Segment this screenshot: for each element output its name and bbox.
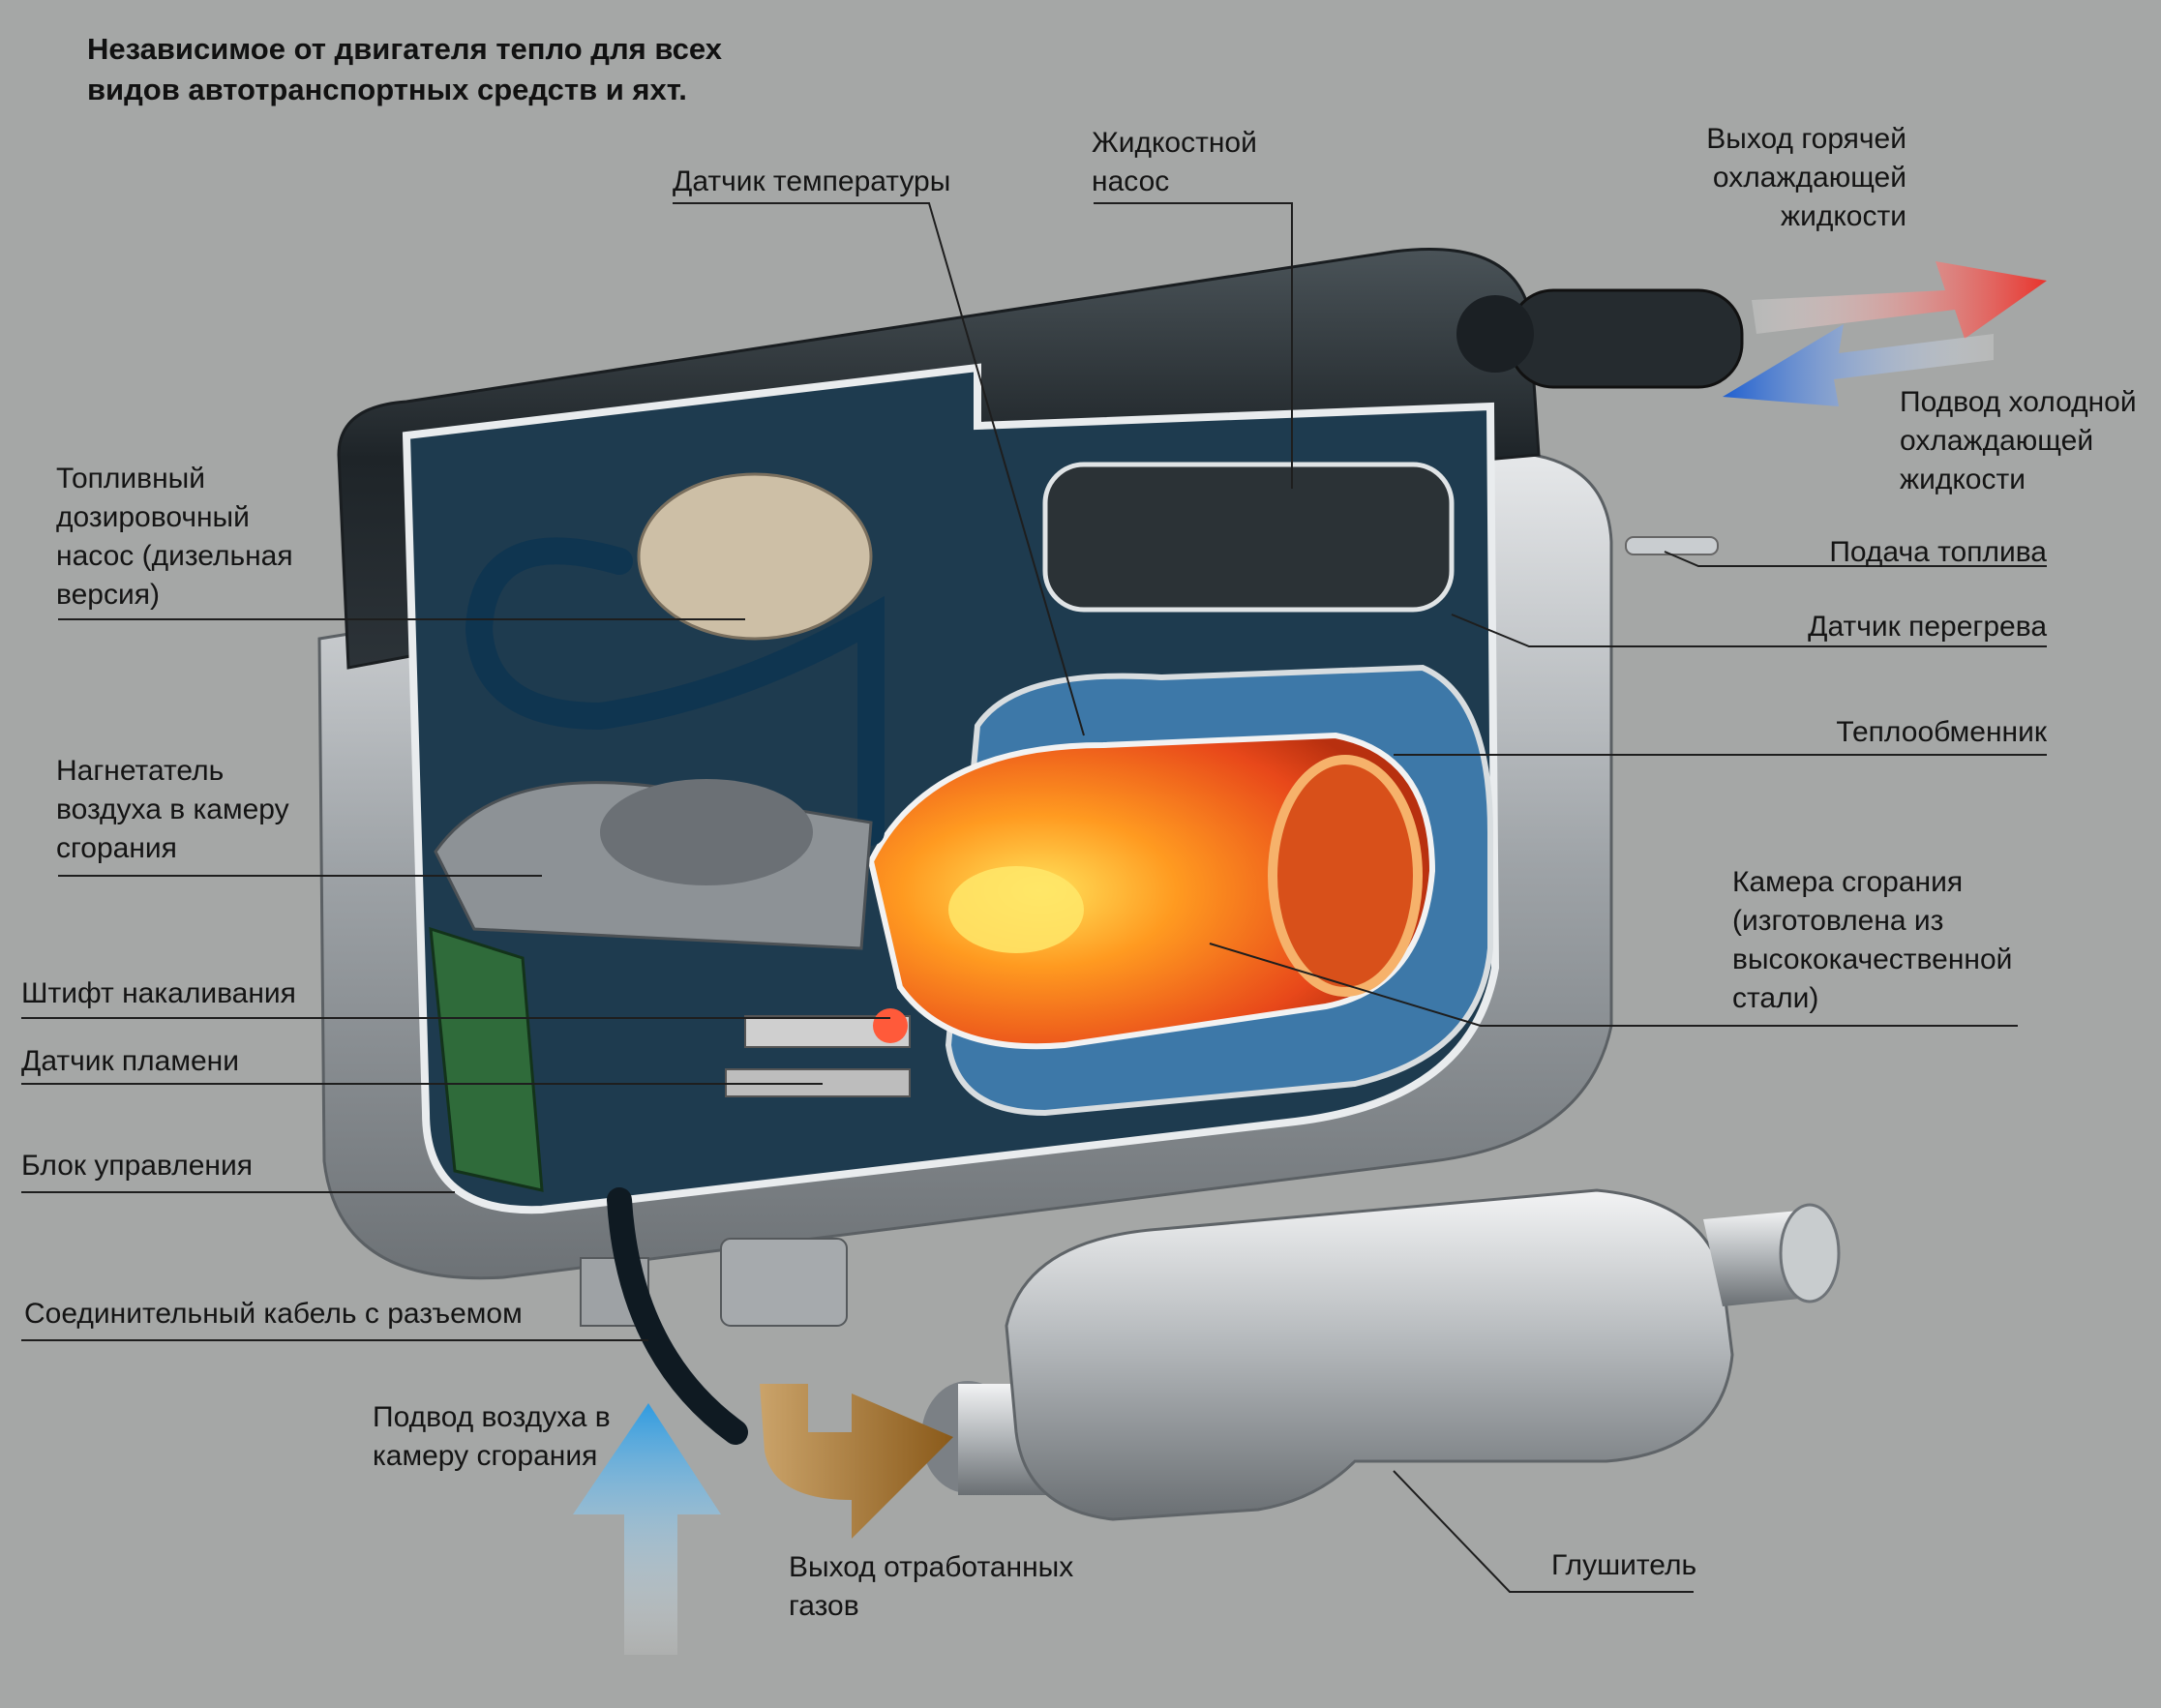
- leader-lines: [21, 202, 2047, 1593]
- label-hot-coolant-out: Выход горячей охлаждающей жидкости: [1706, 123, 1906, 232]
- label-combustion-chamber: Камера сгорания (изготовлена из высокока…: [1732, 866, 2013, 1014]
- heater-body: [317, 248, 1744, 1445]
- label-control-unit: Блок управления: [21, 1150, 253, 1182]
- page-title: Независимое от двигателя тепло для всех …: [87, 29, 722, 110]
- label-exhaust-outlet: Выход отработанных газов: [789, 1551, 1074, 1622]
- hot-outlet-arrow: [1752, 261, 2047, 339]
- label-glow-pin: Штифт накаливания: [21, 977, 296, 1009]
- air-intake-arrow: [573, 1403, 721, 1655]
- label-cold-coolant-in: Подвод холодной охлаждающей жидкости: [1900, 386, 2137, 495]
- label-heat-exchanger: Теплообменник: [1836, 716, 2047, 748]
- label-air-blower: Нагнетатель воздуха в камеру сгорания: [56, 755, 289, 864]
- label-fuel-pump: Топливный дозировочный насос (дизельная …: [56, 463, 293, 611]
- label-flame-sensor: Датчик пламени: [21, 1045, 239, 1077]
- title-line-2: видов автотранспортных средств и яхт.: [87, 73, 687, 106]
- label-fuel-supply: Подача топлива: [1829, 536, 2047, 568]
- label-muffler: Глушитель: [1551, 1549, 1697, 1581]
- exhaust-arrow: [760, 1384, 953, 1539]
- cold-inlet-arrow: [1723, 324, 1994, 406]
- label-overheat-sensor: Датчик перегрева: [1808, 611, 2047, 643]
- muffler-illustration: [921, 1188, 1841, 1521]
- label-connecting-cable: Соединительный кабель с разъемом: [24, 1298, 523, 1330]
- label-liquid-pump: Жидкостной насос: [1092, 127, 1257, 197]
- title-line-1: Независимое от двигателя тепло для всех: [87, 32, 722, 66]
- label-air-intake: Подвод воздуха в камеру сгорания: [373, 1401, 611, 1472]
- label-temp-sensor: Датчик температуры: [673, 165, 951, 197]
